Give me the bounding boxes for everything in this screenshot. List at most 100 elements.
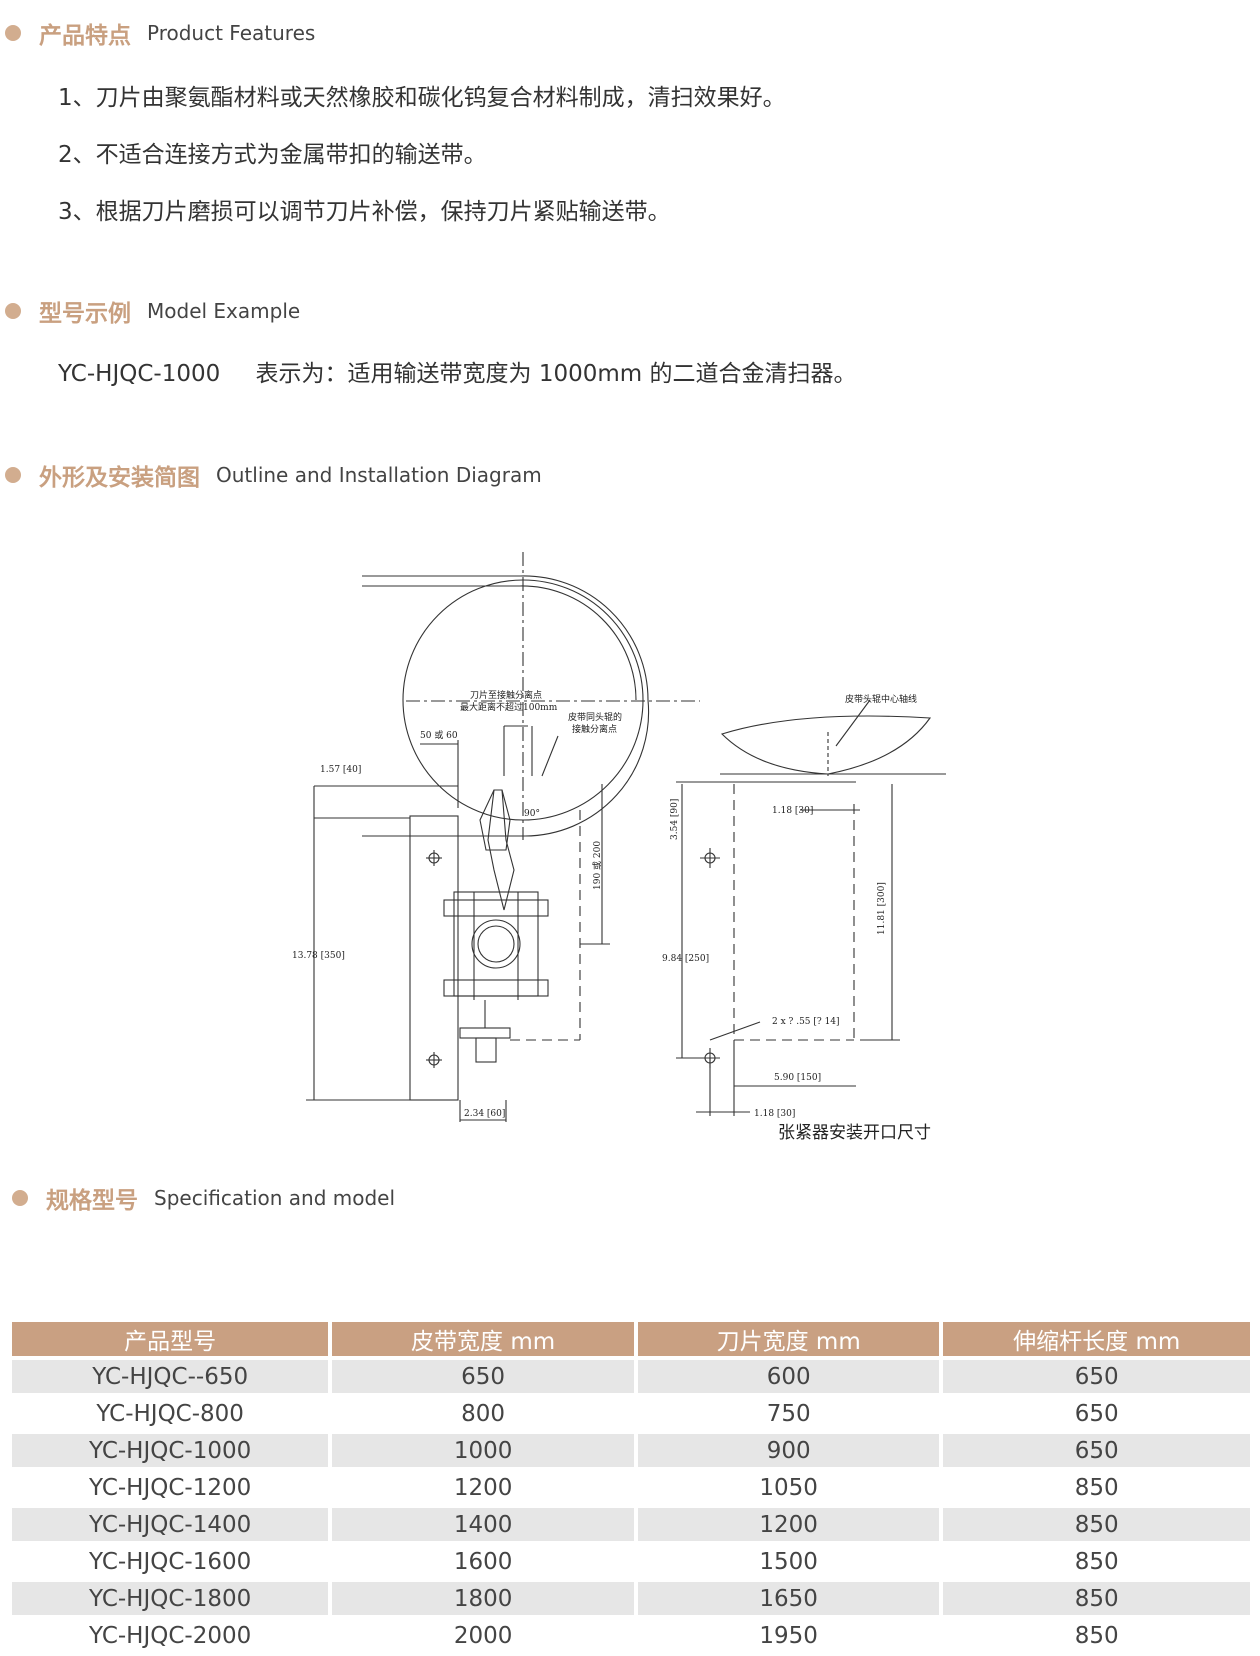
blade-tip: [479, 789, 511, 851]
spec-title-cn: 规格型号: [46, 1188, 138, 1214]
label-hole-width: 5.90 [150]: [774, 1073, 821, 1083]
cell-rod-length: 650: [943, 1360, 1250, 1393]
cell-model: YC-HJQC--650: [12, 1360, 329, 1393]
label-first-hole: 3.54 [90]: [670, 799, 680, 840]
cell-rod-length: 650: [1074, 1400, 1119, 1427]
label-blade-span: 190 或 200: [591, 841, 603, 890]
base-foot: [459, 1027, 511, 1039]
leader-line: [835, 699, 871, 747]
leader-line: [541, 735, 559, 777]
label-slot-height: 11.81 [300]: [877, 882, 887, 935]
cell-blade-width: 1500: [759, 1548, 818, 1575]
cell-belt-width: 1800: [332, 1582, 634, 1615]
cell-blade-width: 900: [637, 1434, 940, 1467]
model-example-title-en: Model Example: [147, 299, 301, 323]
cell-model: YC-HJQC-2000: [89, 1622, 252, 1649]
table-row: YC-HJQC-1200 1200 1050 850: [12, 1471, 1250, 1504]
cell-model: YC-HJQC-1600: [89, 1548, 252, 1575]
table-row: YC-HJQC-1000 1000 900 650: [12, 1434, 1250, 1467]
table-row: YC-HJQC-1600 1600 1500 850: [12, 1545, 1250, 1578]
spec-header-blade-width: 刀片宽度 mm: [637, 1322, 940, 1356]
label-bottom-gap: 1.18 [30]: [754, 1109, 795, 1119]
spec-header-rod-length: 伸缩杆长度 mm: [943, 1322, 1250, 1356]
cell-belt-width: 1400: [332, 1508, 634, 1541]
label-hole-spacing: 9.84 [250]: [662, 954, 709, 964]
cell-model: YC-HJQC-1200: [89, 1474, 252, 1501]
cell-rod-length: 650: [943, 1434, 1250, 1467]
cell-model: YC-HJQC-1000: [12, 1434, 329, 1467]
bullet-dot: [5, 25, 21, 41]
feature-item-1: 1、刀片由聚氨酯材料或天然橡胶和碳化钨复合材料制成，清扫效果好。: [58, 85, 786, 111]
cell-belt-width: 2000: [453, 1622, 513, 1649]
diagram-caption: 张紧器安装开口尺寸: [778, 1123, 931, 1143]
cell-blade-width: 1200: [637, 1508, 940, 1541]
mount-hole: [426, 1052, 442, 1068]
label-max-distance-1: 刀片至接触分离点: [470, 689, 542, 701]
cell-model: YC-HJQC-1400: [12, 1508, 329, 1541]
cell-belt-width: 1000: [332, 1434, 634, 1467]
table-row: YC-HJQC--650 650 600 650: [12, 1360, 1250, 1393]
model-example-line: YC-HJQC-1000 表示为：适用输送带宽度为 1000mm 的二道合金清扫…: [58, 354, 857, 388]
features-title-cn: 产品特点: [39, 23, 131, 49]
tube-section: [471, 919, 521, 969]
label-base-width: 2.34 [60]: [464, 1109, 505, 1119]
diagram-title-en: Outline and Installation Diagram: [216, 463, 542, 487]
cell-blade-width: 1050: [759, 1474, 818, 1501]
label-axis: 皮带头辊中心轴线: [845, 693, 917, 705]
feature-item-3: 3、根据刀片磨损可以调节刀片补偿，保持刀片紧贴输送带。: [58, 199, 671, 225]
cell-model: YC-HJQC-800: [96, 1400, 244, 1427]
table-row: YC-HJQC-800 800 750 650: [12, 1397, 1250, 1430]
mounting-plate: [409, 815, 459, 1101]
cell-blade-width: 600: [637, 1360, 940, 1393]
cell-rod-length: 850: [943, 1582, 1250, 1615]
table-row: YC-HJQC-1800 1800 1650 850: [12, 1582, 1250, 1615]
cell-blade-width: 1950: [759, 1622, 818, 1649]
spec-header-belt-width: 皮带宽度 mm: [332, 1322, 634, 1356]
mount-hole: [426, 850, 442, 866]
spec-title-en: Specification and model: [154, 1186, 396, 1210]
features-heading: 产品特点 Product Features: [0, 16, 315, 50]
label-separation-1: 皮带同头辊的: [568, 711, 622, 723]
installation-diagram: 刀片至接触分离点 最大距离不超过100mm 皮带同头辊的 接触分离点 50 或 …: [292, 552, 946, 1143]
cell-rod-length: 850: [1074, 1474, 1119, 1501]
table-row: YC-HJQC-1400 1400 1200 850: [12, 1508, 1250, 1541]
tube-section-inner: [477, 925, 515, 963]
feature-item-2: 2、不适合连接方式为金属带扣的输送带。: [58, 142, 487, 168]
model-example-code: YC-HJQC-1000: [58, 361, 221, 387]
label-separation-2: 接触分离点: [572, 723, 617, 735]
label-height-total: 13.78 [350]: [292, 951, 345, 961]
cell-belt-width: 650: [332, 1360, 634, 1393]
cell-belt-width: 1200: [453, 1474, 513, 1501]
label-angle: 90°: [524, 809, 540, 819]
spec-table: 产品型号 皮带宽度 mm 刀片宽度 mm 伸缩杆长度 mm YC-HJQC--6…: [8, 1318, 1254, 1656]
diagram-title-cn: 外形及安装简图: [39, 465, 200, 491]
spec-header-row: 产品型号 皮带宽度 mm 刀片宽度 mm 伸缩杆长度 mm: [12, 1322, 1250, 1356]
label-holes: 2 x ? .55 [? 14]: [772, 1017, 840, 1027]
cell-model: YC-HJQC-1800: [12, 1582, 329, 1615]
spec-header-model: 产品型号: [12, 1322, 329, 1356]
clamp-bracket: [443, 899, 549, 917]
cell-rod-length: 850: [1074, 1548, 1119, 1575]
opening-hole: [700, 848, 720, 868]
label-top-gap: 1.18 [30]: [772, 806, 813, 816]
right-view-pulley: [720, 715, 932, 775]
model-example-heading: 型号示例 Model Example: [0, 294, 300, 328]
belt-outer: [362, 575, 650, 837]
rod-foot: [475, 1037, 497, 1063]
features-title-en: Product Features: [147, 21, 316, 45]
cell-belt-width: 1600: [453, 1548, 513, 1575]
label-max-distance-2: 最大距离不超过100mm: [460, 701, 558, 713]
bullet-dot: [5, 303, 21, 319]
diagram-heading: 外形及安装简图 Outline and Installation Diagram: [0, 458, 542, 492]
model-example-description: 表示为：适用输送带宽度为 1000mm 的二道合金清扫器。: [255, 361, 857, 387]
table-row: YC-HJQC-2000 2000 1950 850: [12, 1619, 1250, 1652]
cell-blade-width: 1650: [637, 1582, 940, 1615]
bullet-dot: [5, 467, 21, 483]
clamp-bracket: [443, 979, 549, 997]
blade-arm: [487, 789, 515, 911]
belt-inner: [362, 585, 637, 701]
model-example-title-cn: 型号示例: [39, 301, 131, 327]
bullet-dot: [12, 1190, 28, 1206]
cell-rod-length: 850: [943, 1508, 1250, 1541]
label-offset: 1.57 [40]: [320, 765, 361, 775]
